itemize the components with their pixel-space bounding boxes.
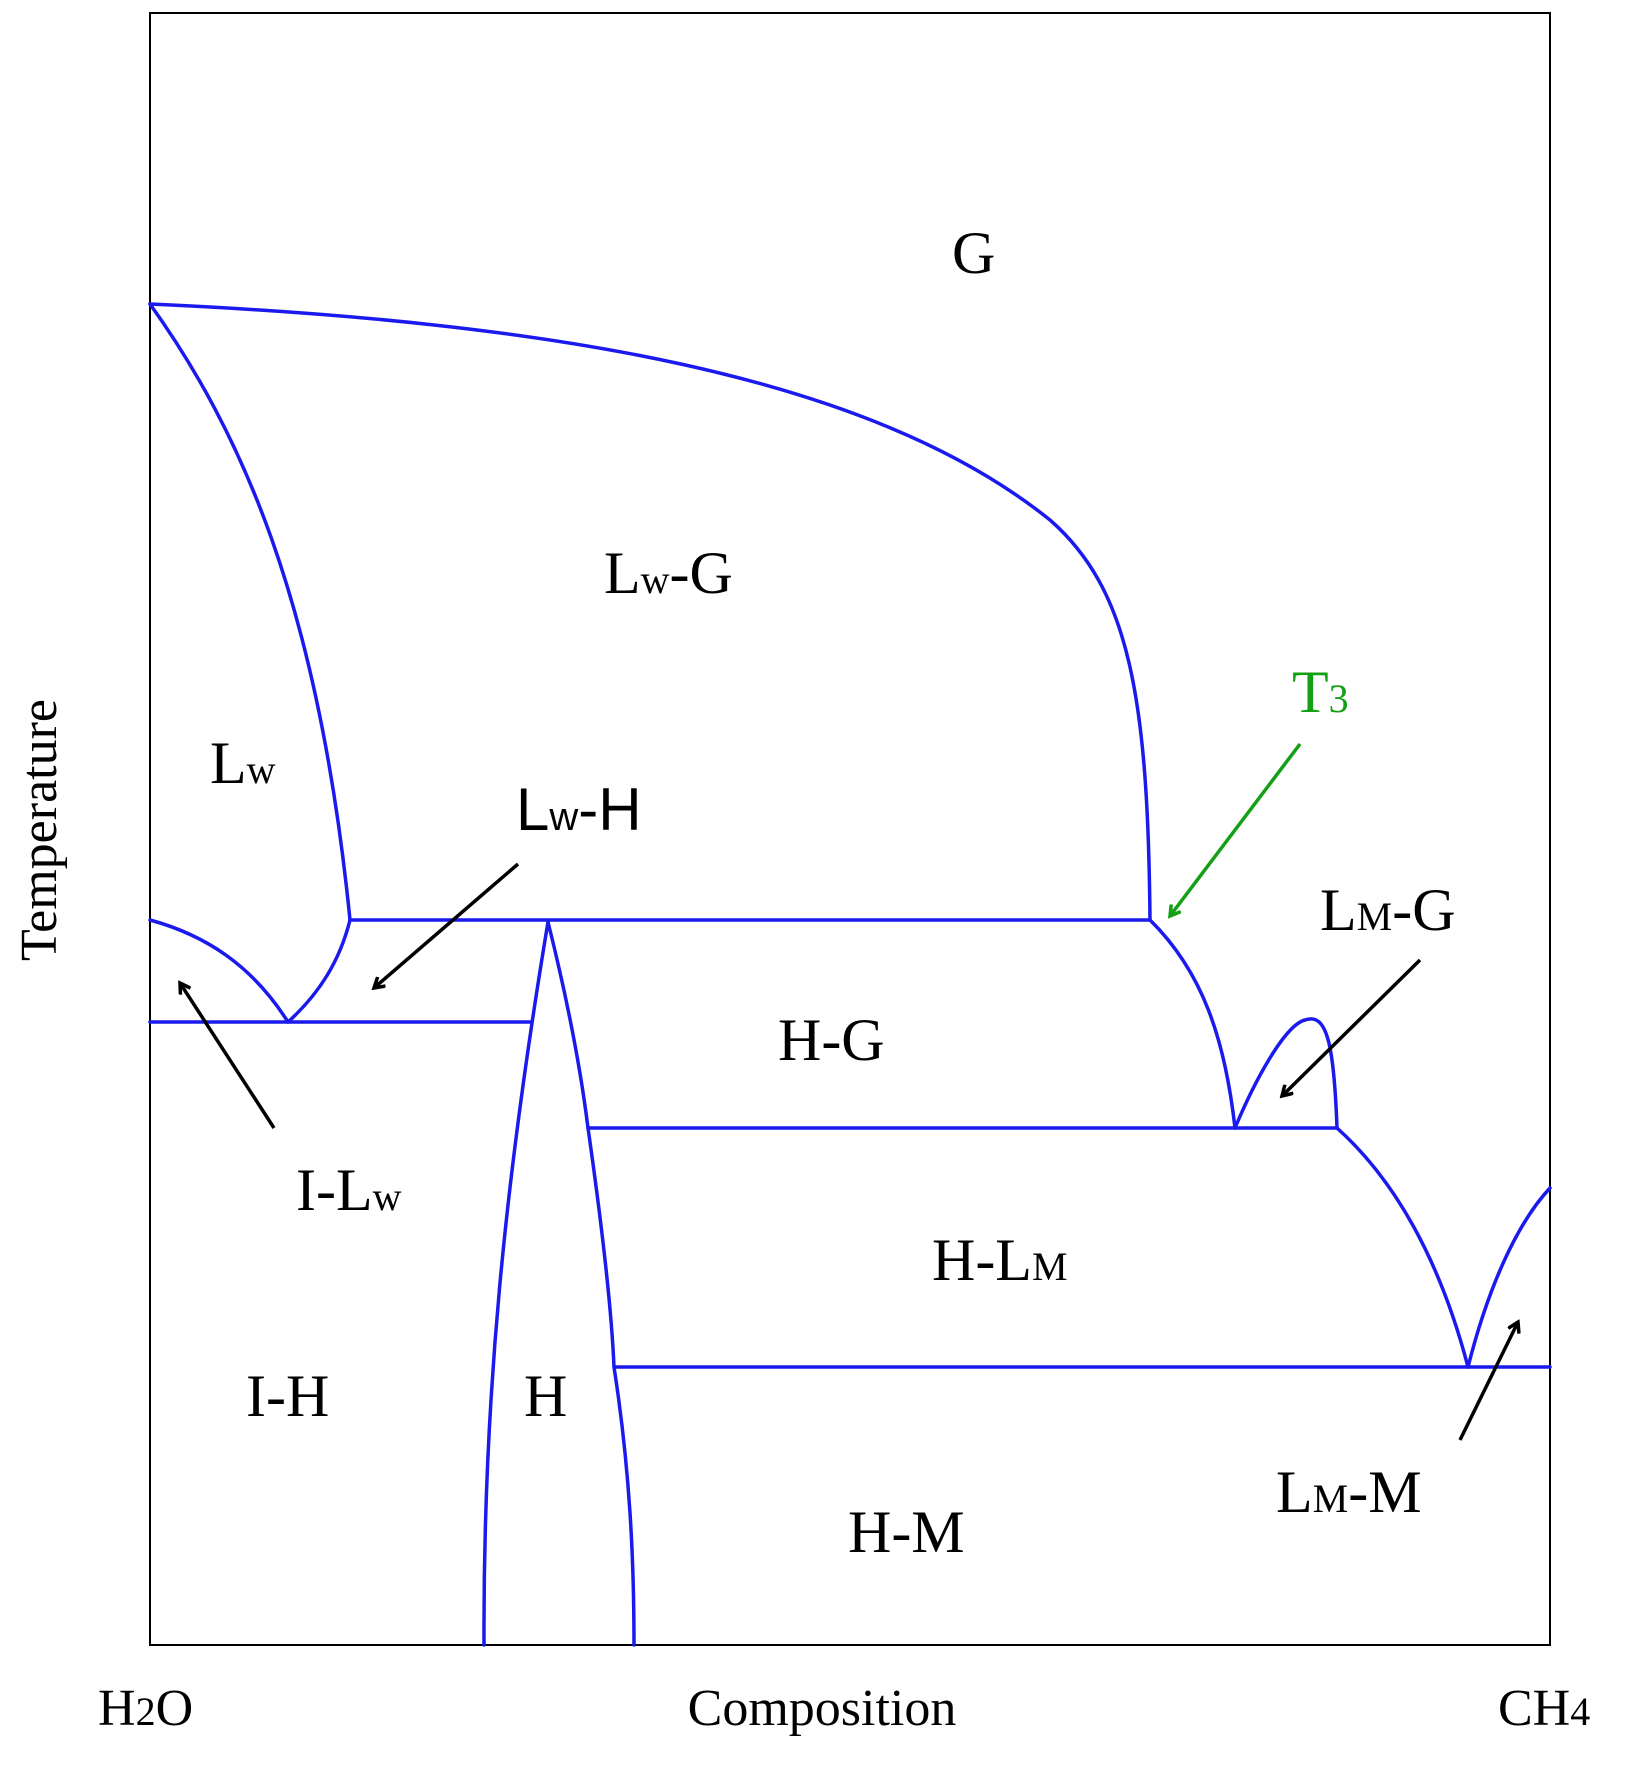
t3-arrow: [1170, 742, 1302, 916]
region-label-h-m: H-M: [848, 1499, 965, 1565]
hydrate-right-boundary: [546, 920, 636, 1647]
lw-h-curve: [286, 918, 352, 1024]
h-lm-curve: [1335, 1126, 1470, 1369]
lm-m-curve: [1466, 1186, 1552, 1369]
annotation-arrows: [180, 742, 1518, 1441]
region-label-h-lm: H-LM: [932, 1227, 1068, 1293]
y-axis-label: Temperature: [11, 699, 68, 961]
region-label-lm-m: LM-M: [1276, 1459, 1422, 1525]
region-label-g: G: [952, 220, 995, 286]
x-axis-left-end-label: H2O: [98, 1680, 193, 1737]
plot-frame: [149, 12, 1551, 1646]
hydrate-left-boundary: [482, 920, 550, 1647]
region-label-lm-g: LM-G: [1320, 877, 1456, 943]
h-g-upper-curve: [1148, 918, 1237, 1130]
region-label-lw: Lw: [210, 730, 276, 796]
t3-point-label: T3: [1292, 659, 1349, 725]
region-label-h: H: [524, 1363, 567, 1429]
lm-g-loop: [1233, 1017, 1339, 1130]
x-axis-label: Composition: [688, 1680, 957, 1737]
region-label-lw-h: Lw-H: [516, 776, 642, 843]
i-lw-arrow: [180, 983, 276, 1129]
dew-point-curve: [148, 302, 1152, 922]
x-axis-right-end-label: CH4: [1498, 1680, 1590, 1737]
region-label-h-g: H-G: [778, 1007, 885, 1073]
lm-g-arrow: [1282, 958, 1422, 1096]
lm-m-arrow: [1458, 1322, 1518, 1441]
region-label-i-h: I-H: [246, 1363, 329, 1429]
region-label-lw-g: Lw-G: [604, 540, 733, 606]
ice-liquidus-curve: [148, 918, 290, 1024]
water-liquidus-curve: [148, 302, 352, 922]
lw-h-arrow: [374, 862, 520, 988]
region-label-i-lw: I-Lw: [296, 1157, 402, 1223]
phase-boundaries: [148, 302, 1552, 1647]
